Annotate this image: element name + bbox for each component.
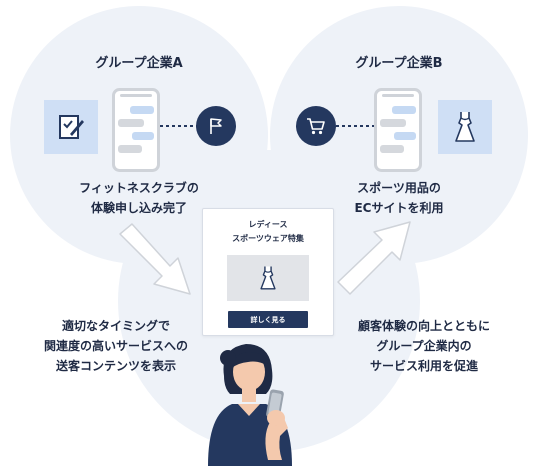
card-image — [227, 255, 309, 301]
form-icon — [44, 100, 98, 154]
dress-icon — [260, 266, 276, 290]
company-a-caption-line1: フィットネスクラブの — [79, 181, 199, 195]
company-b-caption-line1: スポーツ用品の — [357, 181, 441, 195]
customer-person-icon — [208, 344, 292, 466]
recommendation-card: レディース スポーツウェア特集 詳しく見る — [202, 208, 334, 336]
connector-line-b — [336, 125, 374, 127]
right-description: 顧客体験の向上とともに グループ企業内の サービス利用を促進 — [334, 316, 514, 376]
left-description-line1: 適切なタイミングで — [61, 319, 170, 333]
smartphone-chat-icon — [112, 88, 160, 172]
company-b-title: グループ企業B — [355, 56, 443, 71]
company-a-caption: フィットネスクラブの 体験申し込み完了 — [44, 178, 234, 218]
connector-line-a — [160, 125, 198, 127]
flag-icon — [196, 106, 236, 146]
right-description-line1: 顧客体験の向上とともに — [357, 319, 490, 333]
smartphone-chat-icon-b — [374, 88, 422, 172]
dress-icon — [438, 100, 492, 154]
arrow-to-company-b-icon — [337, 221, 411, 295]
card-title-line2: スポーツウェア特集 — [232, 234, 304, 243]
left-description-line3: 送客コンテンツを表示 — [55, 359, 176, 373]
card-title-line1: レディース — [248, 220, 288, 229]
right-description-line3: サービス利用を促進 — [369, 359, 478, 373]
shopping-cart-icon — [296, 106, 336, 146]
left-description-line2: 関連度の高いサービスへの — [43, 339, 188, 353]
left-description: 適切なタイミングで 関連度の高いサービスへの 送客コンテンツを表示 — [26, 316, 206, 376]
company-b-caption: スポーツ用品の ECサイトを利用 — [304, 178, 494, 218]
right-description-line2: グループ企業内の — [376, 339, 472, 353]
company-b-caption-line2: ECサイトを利用 — [354, 201, 444, 215]
card-details-button[interactable]: 詳しく見る — [228, 311, 308, 328]
company-a-title: グループ企業A — [95, 56, 183, 71]
company-a-caption-line2: 体験申し込み完了 — [90, 201, 187, 215]
arrow-to-card-icon — [119, 223, 191, 295]
